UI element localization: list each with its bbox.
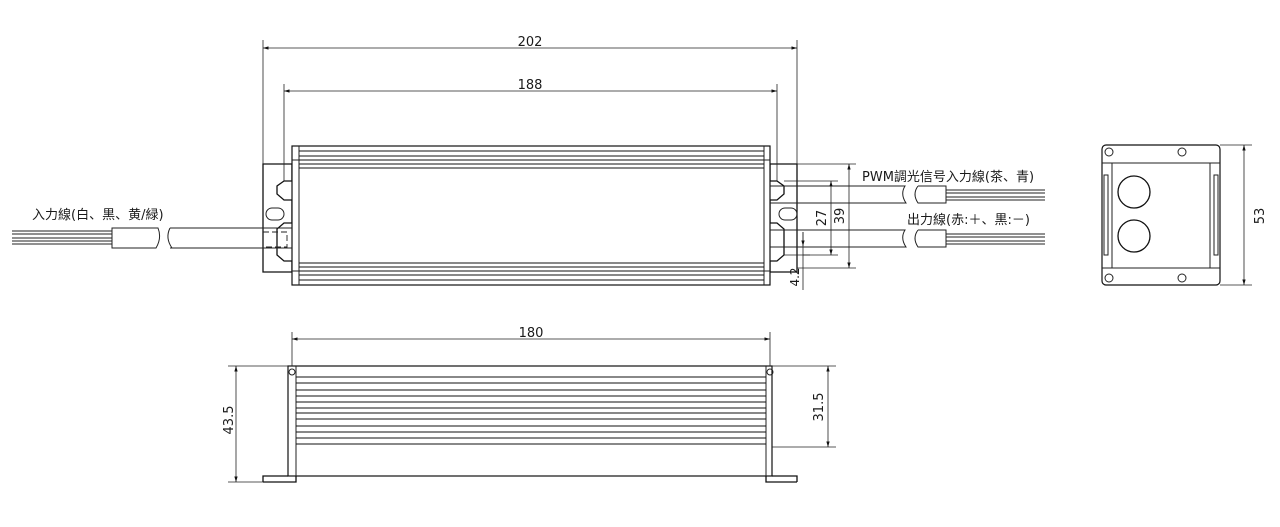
dimension-body-length: 188 [283, 78, 778, 181]
top-view: 202 188 27 39 4.2 入力線(白、黒 [12, 35, 1045, 290]
dimension-side-height: 43.5 [222, 365, 288, 483]
output-cable [770, 229, 1045, 248]
output-wire-label: 出力線(赤:＋、黒:－) [907, 212, 1030, 228]
side-view: 180 43.5 31.5 [222, 326, 836, 483]
dimension-43-5-label: 43.5 [222, 406, 237, 435]
dimension-31-5-label: 31.5 [812, 393, 827, 422]
dimension-27-label: 27 [815, 210, 830, 227]
pwm-cable [770, 185, 1045, 204]
dimension-body-height: 31.5 [772, 365, 836, 448]
input-cable [12, 227, 292, 249]
pwm-wire-label: PWM調光信号入力線(茶、青) [862, 169, 1034, 185]
dimension-39-label: 39 [833, 208, 848, 225]
dimension-hole-spacing: 27 [784, 180, 838, 256]
dimension-188-label: 188 [518, 78, 543, 93]
dimension-202-label: 202 [518, 35, 543, 50]
dimension-overall-length: 202 [262, 35, 798, 164]
dimension-hole-offset: 4.2 [788, 232, 810, 290]
dimension-end-height: 53 [1220, 144, 1268, 286]
end-view: 53 [1101, 144, 1268, 286]
dimension-side-length: 180 [291, 326, 771, 366]
input-wire-label: 入力線(白、黒、黄/緑) [32, 207, 164, 223]
dimension-mount-width: 39 [797, 163, 856, 269]
dimension-4-2-label: 4.2 [788, 267, 802, 286]
dimension-53-label: 53 [1253, 208, 1268, 225]
power-supply-body [291, 145, 771, 286]
cable-gland-upper [1117, 175, 1151, 209]
cable-gland-lower [1117, 219, 1151, 253]
dimension-180-label: 180 [519, 326, 544, 341]
